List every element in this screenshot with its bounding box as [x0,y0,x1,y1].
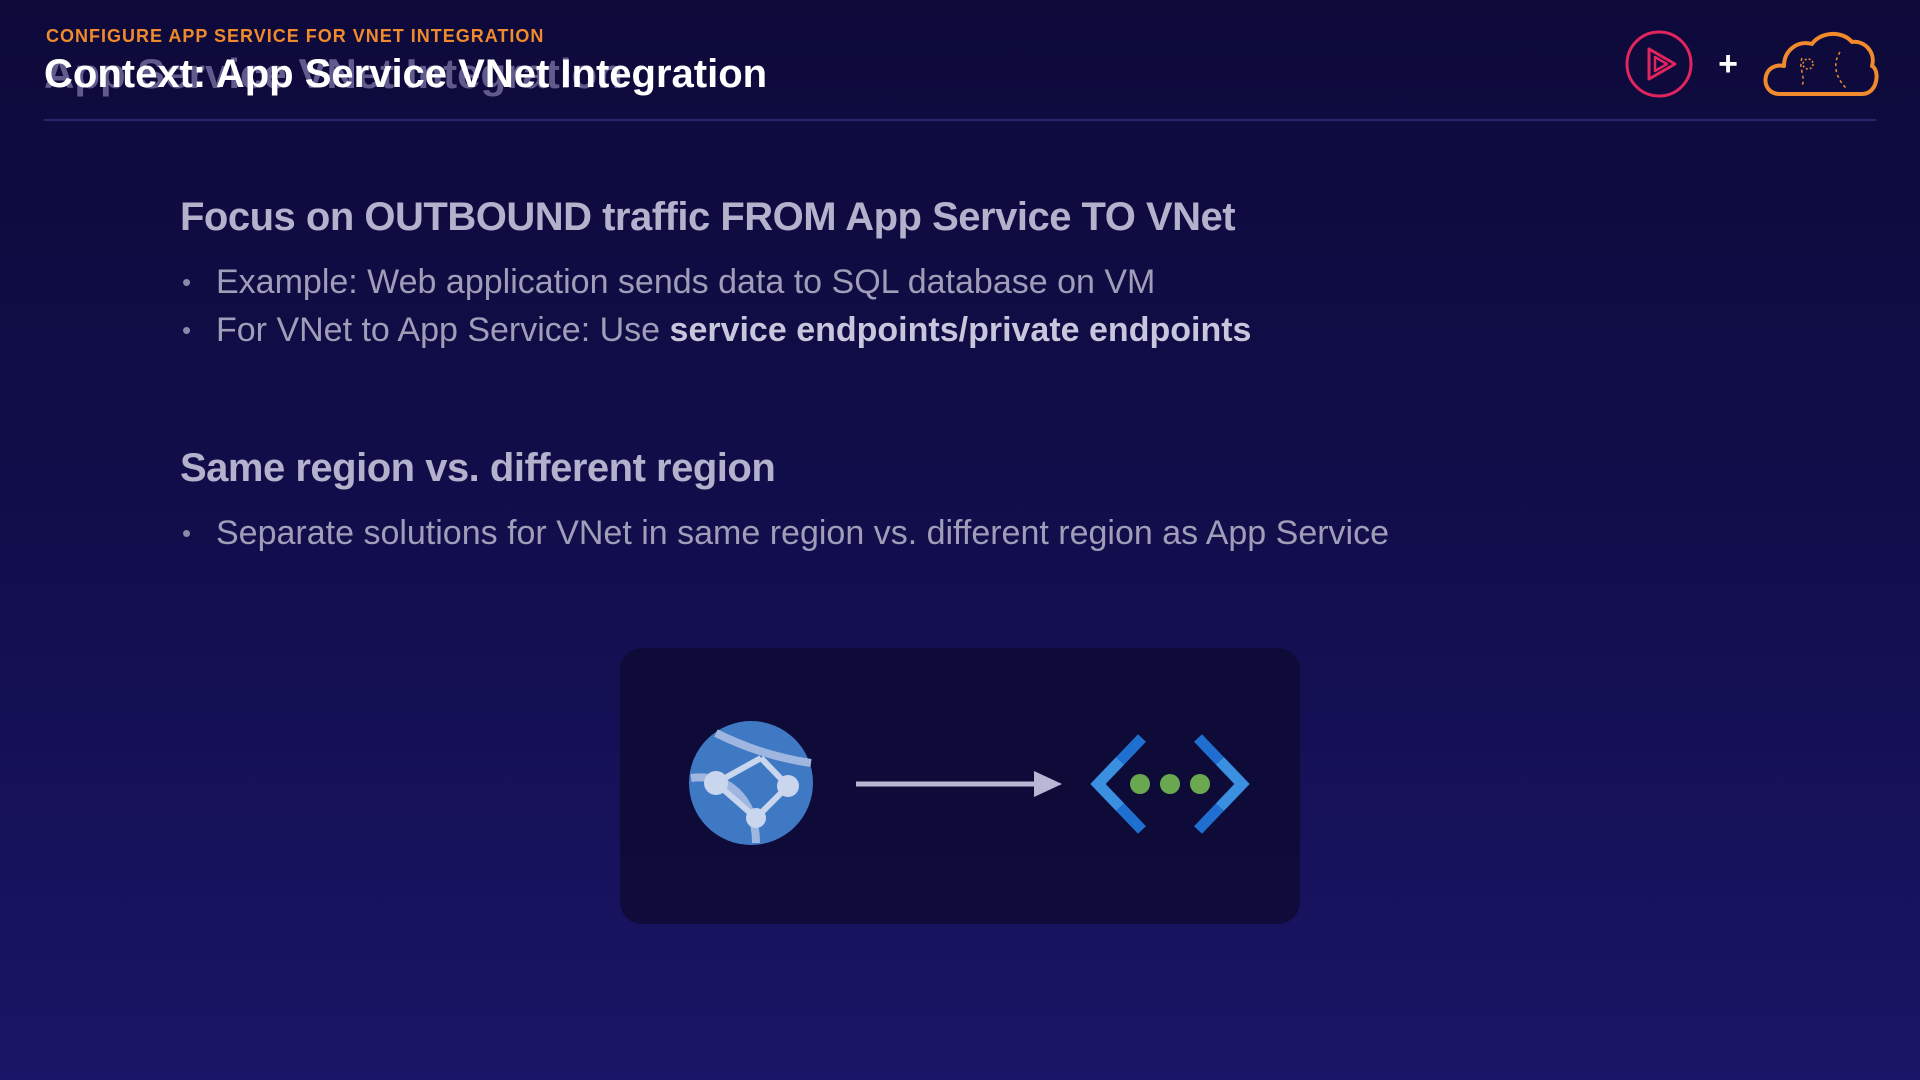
plus-sign: + [1718,44,1738,83]
region-section: Same region vs. different region Separat… [180,446,1740,557]
eyebrow-label: CONFIGURE APP SERVICE FOR VNET INTEGRATI… [46,26,545,46]
bullet-region: Separate solutions for VNet in same regi… [180,509,1740,557]
brand-logos: + [1624,28,1880,100]
arrow-right-icon [856,771,1062,797]
bullet-vnet-to-app: For VNet to App Service: Use service end… [180,306,1740,354]
region-bullets: Separate solutions for VNet in same regi… [180,509,1740,557]
cloud-logo [1763,32,1879,96]
outbound-bullets: Example: Web application sends data to S… [180,258,1740,354]
endpoints-emphasis: service endpoints/private endpoints [669,311,1252,349]
integration-diagram [620,648,1300,924]
app-service-icon [689,721,813,845]
page-title: Context: App Service VNet Integration [44,52,768,96]
section-heading-outbound: Focus on OUTBOUND traffic FROM App Servi… [180,195,1236,239]
pluralsight-play-logo [1625,30,1693,98]
page-title-area: App Service VNet Integration Context: Ap… [44,50,844,102]
virtual-network-icon [1090,734,1250,834]
page-title-ghost: App Service VNet Integration [44,50,623,97]
slide-content: Focus on OUTBOUND traffic FROM App Servi… [180,195,1740,557]
section-heading-region: Same region vs. different region [180,446,776,490]
header-divider [44,119,1876,121]
bullet-example: Example: Web application sends data to S… [180,258,1740,306]
